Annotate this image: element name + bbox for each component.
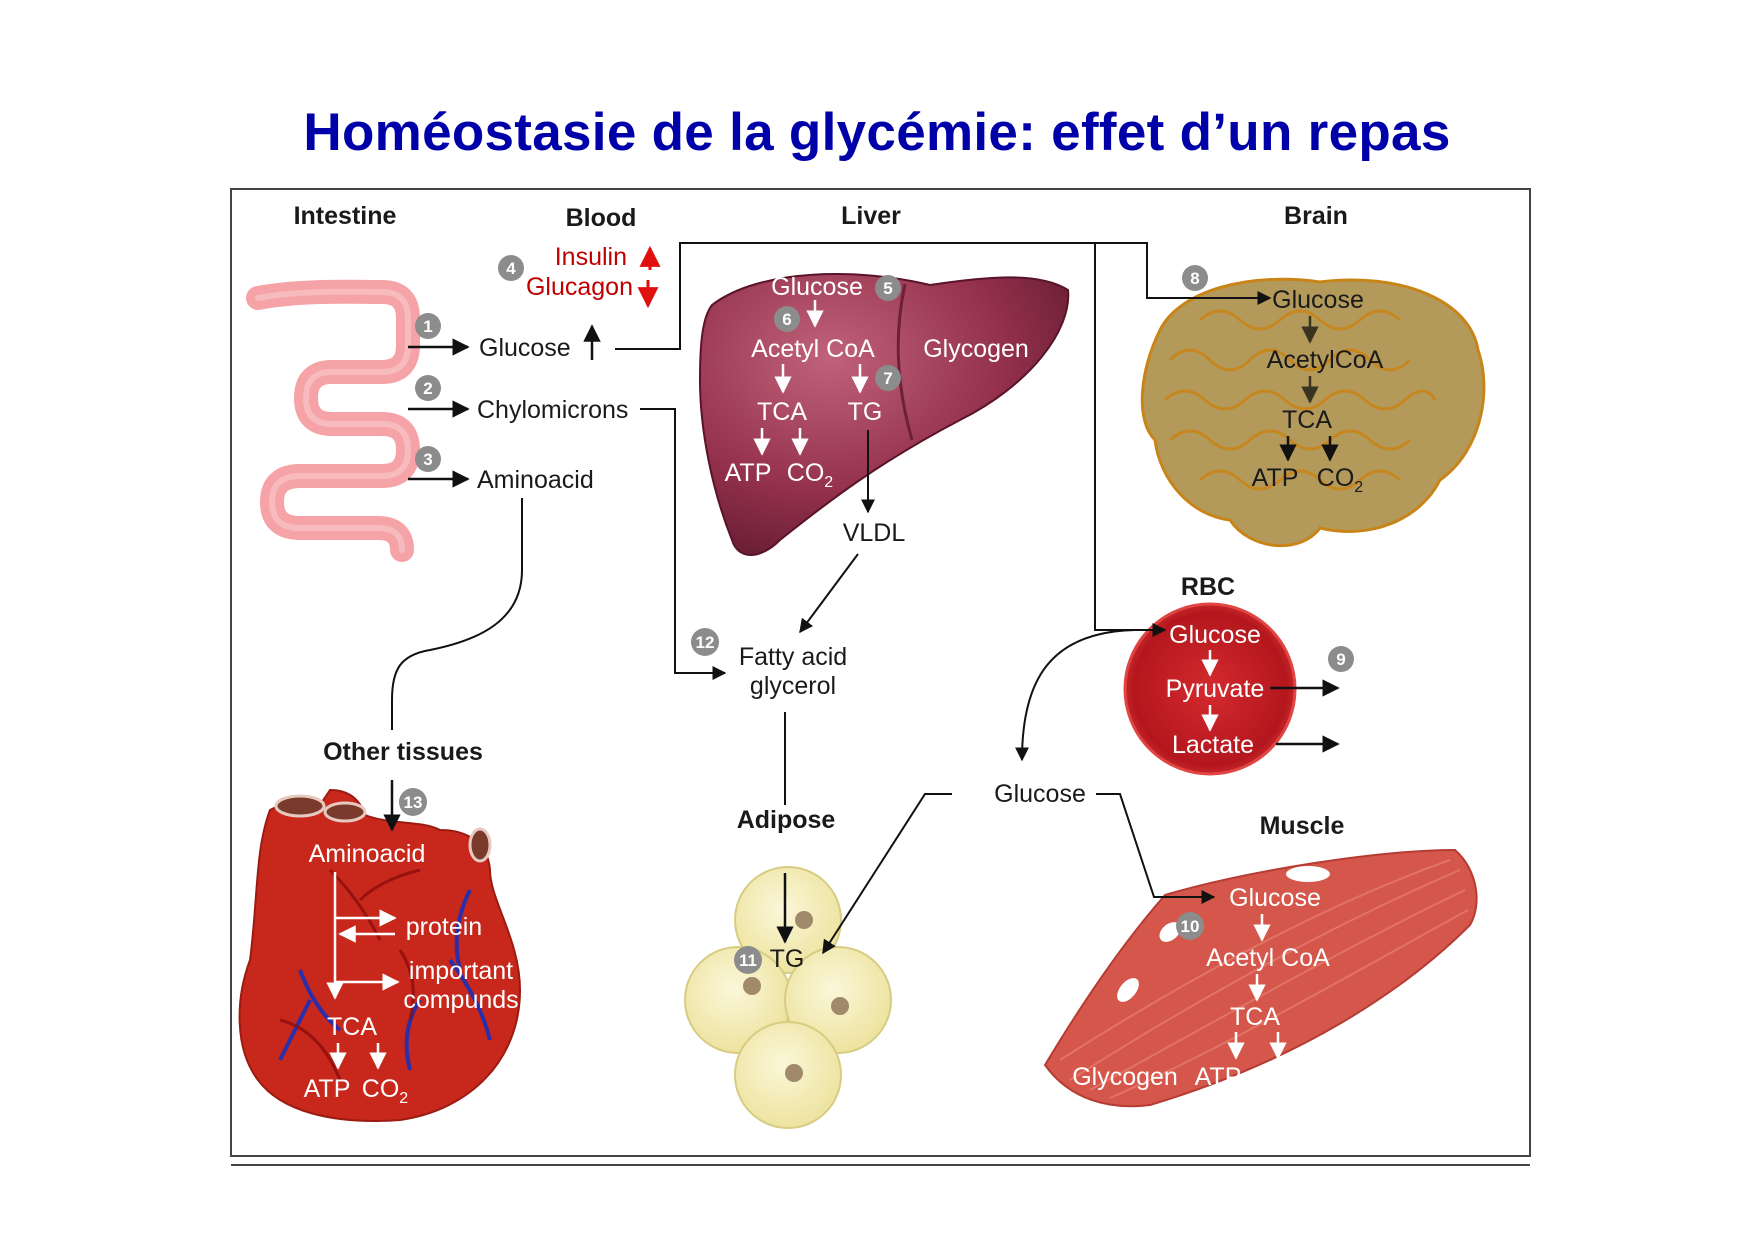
adipose-tg-label: TG xyxy=(770,945,805,973)
vldl-to-fatty-acid-arrow xyxy=(799,553,859,634)
liver-co2-label: CO2 xyxy=(787,459,834,491)
vldl-label: VLDL xyxy=(843,519,906,547)
step-badge-12: 12 xyxy=(691,628,719,656)
step-badge-2: 2 xyxy=(415,375,441,401)
step-badge-6: 6 xyxy=(774,306,800,332)
step-badge-1: 1 xyxy=(415,313,441,339)
step-badge-4: 4 xyxy=(498,255,524,281)
heart-aminoacid-label: Aminoacid xyxy=(309,840,426,868)
step-badge-5: 5 xyxy=(875,275,901,301)
svg-text:13: 13 xyxy=(404,793,423,812)
glucagon-label: Glucagon xyxy=(526,273,633,301)
muscle-acetyl-coa-label: Acetyl CoA xyxy=(1206,944,1330,972)
liver-glucose-label: Glucose xyxy=(771,273,863,301)
brain-co2-label: CO2 xyxy=(1317,464,1364,496)
svg-text:1: 1 xyxy=(423,317,432,336)
liver-tca-label: TCA xyxy=(757,398,807,426)
muscle-atp-label: ATP xyxy=(1195,1063,1242,1091)
header-intestine: Intestine xyxy=(294,202,397,230)
liver-acetyl-coa-label: Acetyl CoA xyxy=(751,335,875,363)
heart-protein-label: protein xyxy=(406,913,482,941)
muscle-tca-label: TCA xyxy=(1230,1003,1280,1031)
heart-important-label: important xyxy=(409,957,513,985)
chylomicrons-label: Chylomicrons xyxy=(477,396,628,424)
heart-tca-label: TCA xyxy=(327,1013,377,1041)
heart-co2-label: CO2 xyxy=(362,1075,409,1107)
muscle-illustration xyxy=(1043,848,1478,1108)
aminoacid-to-tissues-line xyxy=(391,498,523,730)
chylomicron-to-fatty-acid-arrow xyxy=(640,408,727,680)
rbc-lactate-label: Lactate xyxy=(1172,731,1254,759)
header-blood: Blood xyxy=(566,204,637,232)
brain-glucose-label: Glucose xyxy=(1272,286,1364,314)
blood-aminoacid-label: Aminoacid xyxy=(477,466,594,494)
liver-atp-label: ATP xyxy=(725,459,772,487)
insulin-label: Insulin xyxy=(555,243,627,271)
muscle-glucose-label: Glucose xyxy=(1229,884,1321,912)
adipose-illustration xyxy=(684,866,892,1129)
step-badge-10: 10 xyxy=(1176,912,1204,940)
svg-text:2: 2 xyxy=(423,379,432,398)
brain-atp-label: ATP xyxy=(1252,464,1299,492)
svg-text:11: 11 xyxy=(739,951,757,970)
svg-text:3: 3 xyxy=(423,450,432,469)
step-badge-9: 9 xyxy=(1328,646,1354,672)
brain-illustration xyxy=(1140,277,1486,548)
muscle-co2-label: CO2 xyxy=(1249,1063,1296,1095)
intestine-illustration xyxy=(246,279,421,562)
step-badge-7: 7 xyxy=(875,365,901,391)
rbc-supply-line xyxy=(1094,243,1160,631)
heart-compunds-label: compunds xyxy=(403,986,518,1014)
header-liver: Liver xyxy=(841,202,901,230)
svg-text:9: 9 xyxy=(1336,650,1345,669)
svg-text:7: 7 xyxy=(883,369,892,388)
svg-text:6: 6 xyxy=(782,310,791,329)
svg-text:8: 8 xyxy=(1190,269,1199,288)
liver-glycogen-label: Glycogen xyxy=(923,335,1029,363)
glucose-distribution-line xyxy=(615,242,1268,350)
slide-title: Homéostasie de la glycémie: effet d’un r… xyxy=(303,103,1451,162)
header-rbc: RBC xyxy=(1181,573,1235,601)
header-brain: Brain xyxy=(1284,202,1348,230)
step-badge-11: 11 xyxy=(734,946,762,974)
rbc-pyruvate-label: Pyruvate xyxy=(1166,675,1265,703)
step-badge-8: 8 xyxy=(1182,265,1208,291)
circulating-glucose-label: Glucose xyxy=(994,780,1086,808)
glucose-to-adipose-arrow xyxy=(822,793,952,955)
blood-glucose-label: Glucose xyxy=(479,334,571,362)
header-other-tissues: Other tissues xyxy=(323,738,483,766)
circulating-glucose-arrow xyxy=(1015,629,1136,762)
muscle-glycogen-label: Glycogen xyxy=(1072,1063,1178,1091)
svg-text:10: 10 xyxy=(1181,917,1200,936)
heart-atp-label: ATP xyxy=(304,1075,351,1103)
brain-acetylcoa-label: AcetylCoA xyxy=(1267,346,1384,374)
diagram-frame xyxy=(230,188,1531,1157)
step-badge-3: 3 xyxy=(415,446,441,472)
fatty-acid-label: Fatty acid xyxy=(739,643,847,671)
svg-text:4: 4 xyxy=(506,259,516,278)
liver-illustration xyxy=(698,273,1070,556)
glycerol-label: glycerol xyxy=(750,672,836,700)
svg-text:5: 5 xyxy=(883,279,892,298)
step-badge-13: 13 xyxy=(399,788,427,816)
rbc-glucose-label: Glucose xyxy=(1169,621,1261,649)
svg-text:12: 12 xyxy=(696,633,715,652)
heart-illustration xyxy=(238,788,522,1122)
brain-tca-label: TCA xyxy=(1282,406,1332,434)
glucose-to-muscle-arrow xyxy=(1096,793,1216,904)
header-adipose: Adipose xyxy=(737,806,836,834)
liver-tg-label: TG xyxy=(848,398,883,426)
header-muscle: Muscle xyxy=(1260,812,1345,840)
